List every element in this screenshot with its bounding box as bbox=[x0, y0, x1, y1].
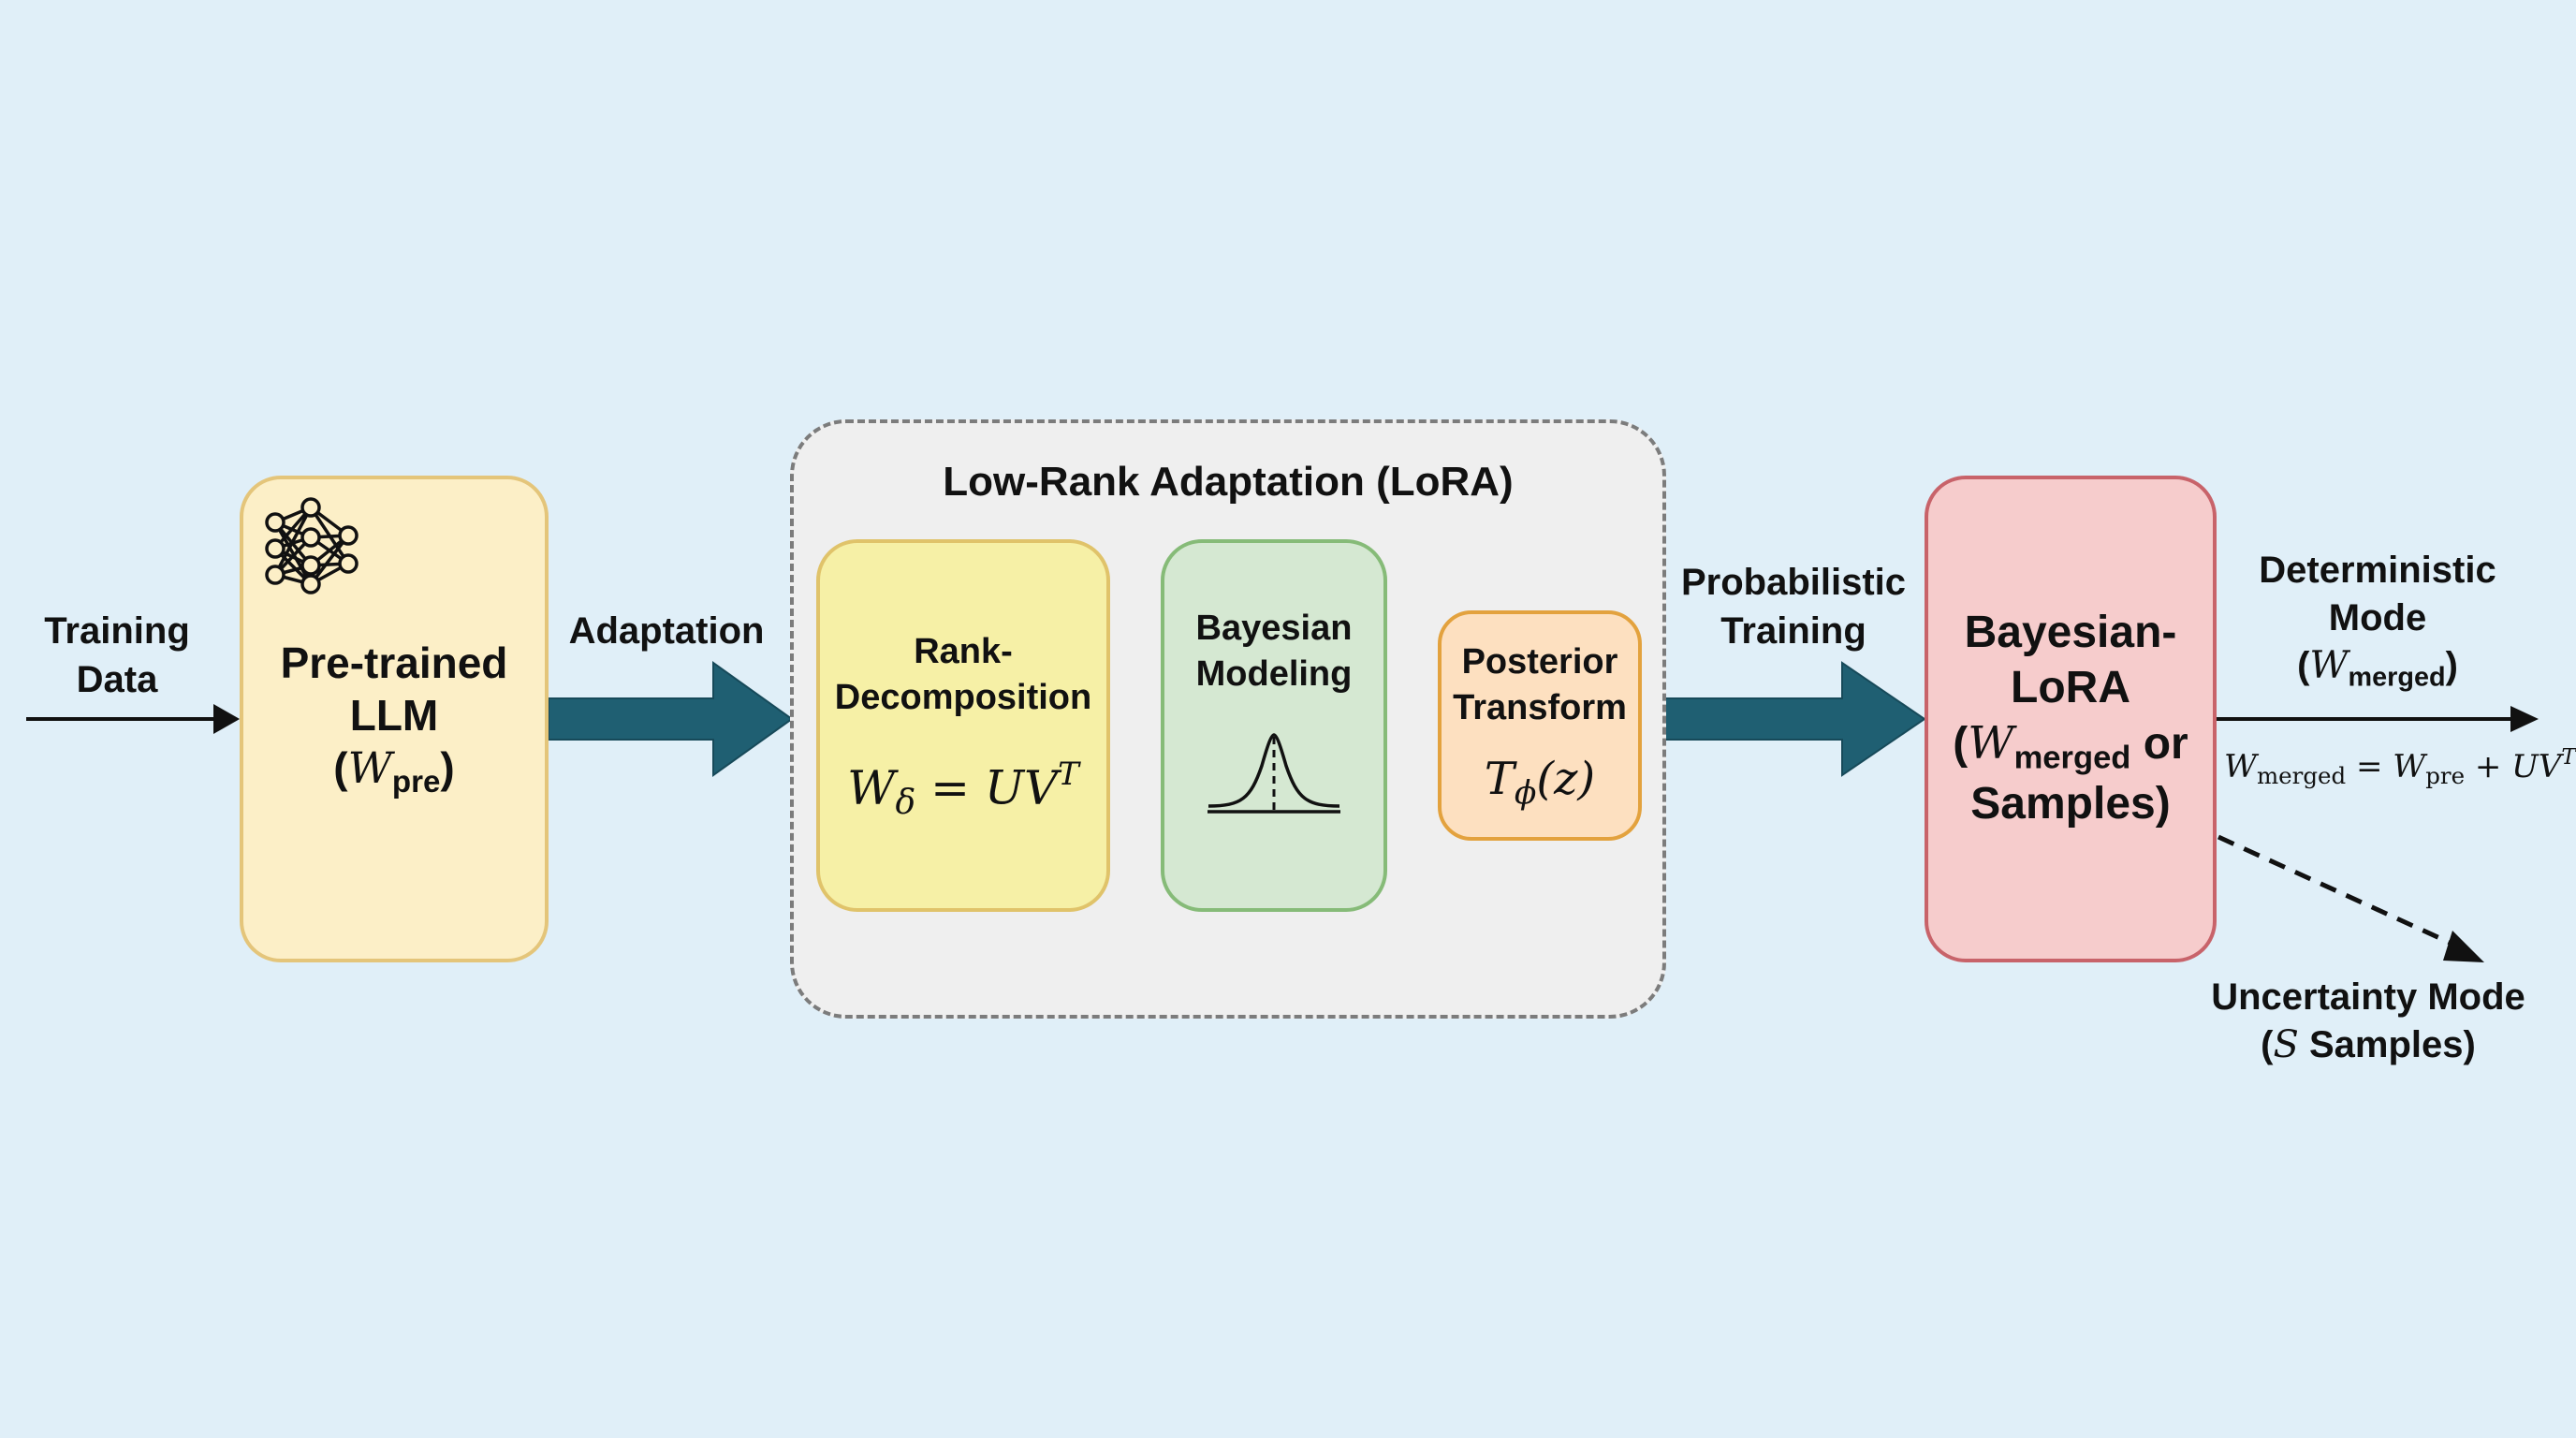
symbol-s: S bbox=[2273, 1023, 2299, 1067]
formula-plus-uv: + UV bbox=[2465, 747, 2562, 785]
formula-sub-delta: δ bbox=[895, 783, 916, 822]
formula-sup-t: T bbox=[1058, 755, 1079, 793]
posterior-line1: Posterior bbox=[1461, 641, 1618, 682]
rank-line2: Decomposition bbox=[834, 678, 1092, 718]
subscript-merged: merged bbox=[2013, 739, 2131, 775]
lora-group-title: Low-Rank Adaptation (LoRA) bbox=[943, 459, 1514, 505]
gaussian-curve-icon bbox=[1208, 733, 1340, 814]
bayes-line2: Modeling bbox=[1195, 654, 1353, 694]
training-data-line2: Data bbox=[76, 659, 158, 700]
symbol-w: W bbox=[347, 741, 392, 793]
adaptation-arrow bbox=[548, 661, 794, 777]
pretrained-llm-label: Pre-trained LLM (Wpre) bbox=[281, 637, 508, 802]
bayesian-lora-box[interactable]: Bayesian- LoRA (Wmerged or Samples) bbox=[1925, 476, 2217, 962]
probabilistic-training-label: Probabilistic Training bbox=[1662, 558, 1925, 655]
formula-sub-pre: pre bbox=[2425, 762, 2466, 790]
subscript-merged: merged bbox=[2348, 663, 2446, 693]
paren-open: ( bbox=[2297, 645, 2310, 687]
pretrained-llm-box[interactable]: Pre-trained LLM (Wpre) bbox=[240, 476, 549, 962]
bayesian-modeling-label: Bayesian Modeling bbox=[1196, 606, 1353, 698]
bayes-line1: Bayesian bbox=[1195, 608, 1353, 648]
paren-close: ) bbox=[2445, 645, 2458, 687]
probabilistic-training-arrow bbox=[1663, 661, 1926, 777]
uncertainty-mode-label: Uncertainty Mode (S Samples) bbox=[2181, 974, 2555, 1069]
pretrained-symbol: (Wpre) bbox=[281, 741, 508, 801]
prob-line2: Training bbox=[1720, 610, 1866, 652]
rank-decomposition-box[interactable]: Rank- Decomposition Wδ = UVT bbox=[816, 539, 1110, 912]
pretrained-line2: LLM bbox=[349, 690, 439, 740]
formula-w: W bbox=[2224, 747, 2257, 785]
paren-close: ) bbox=[440, 742, 455, 792]
formula-t: T bbox=[1484, 752, 1515, 805]
subscript-pre: pre bbox=[391, 764, 441, 800]
blora-line4: Samples) bbox=[1970, 779, 2171, 829]
symbol-w: W bbox=[2309, 644, 2349, 688]
formula-rhs: = UV bbox=[915, 760, 1059, 815]
unc-line1: Uncertainty Mode bbox=[2211, 976, 2525, 1018]
samples-text: Samples) bbox=[2298, 1024, 2476, 1066]
det-line2: Mode bbox=[2328, 597, 2427, 639]
training-data-line1: Training bbox=[44, 610, 190, 652]
formula-z: (z) bbox=[1536, 752, 1596, 805]
formula-sub-merged: merged bbox=[2256, 762, 2347, 790]
blora-line3: (Wmerged or bbox=[1953, 716, 2188, 778]
training-data-arrow bbox=[26, 704, 240, 734]
formula-sup-t: T bbox=[2561, 745, 2576, 770]
det-line1: Deterministic bbox=[2259, 550, 2496, 591]
posterior-line2: Transform bbox=[1453, 688, 1627, 728]
rank-formula: Wδ = UVT bbox=[847, 756, 1079, 822]
symbol-w: W bbox=[1968, 716, 2014, 770]
deterministic-mode-label: Deterministic Mode (Wmerged) bbox=[2237, 547, 2518, 696]
formula-w: W bbox=[847, 760, 896, 815]
prob-line1: Probabilistic bbox=[1680, 562, 1907, 603]
rank-decomposition-label: Rank- Decomposition bbox=[835, 629, 1091, 722]
blora-line2: LoRA bbox=[2011, 662, 2130, 712]
rank-line1: Rank- bbox=[914, 632, 1013, 672]
deterministic-arrow bbox=[2217, 706, 2539, 732]
unc-line2: (S Samples) bbox=[2181, 1021, 2555, 1069]
bayesian-lora-label: Bayesian- LoRA (Wmerged or Samples) bbox=[1953, 606, 2188, 831]
paren-open: ( bbox=[2261, 1024, 2274, 1066]
bayesian-modeling-box[interactable]: Bayesian Modeling bbox=[1161, 539, 1387, 912]
posterior-transform-label: Posterior Transform bbox=[1453, 639, 1627, 732]
formula-sub-phi: ϕ bbox=[1514, 774, 1537, 813]
posterior-transform-box[interactable]: Posterior Transform Tϕ(z) bbox=[1438, 610, 1642, 841]
blora-line1: Bayesian- bbox=[1964, 608, 2177, 658]
training-data-label: Training Data bbox=[19, 607, 215, 704]
uncertainty-arrow bbox=[2217, 834, 2484, 962]
pretrained-line1: Pre-trained bbox=[280, 638, 508, 687]
paren-open: ( bbox=[333, 742, 348, 792]
adaptation-label: Adaptation bbox=[568, 610, 765, 652]
det-line3: (Wmerged) bbox=[2237, 642, 2518, 695]
posterior-formula: Tϕ(z) bbox=[1485, 753, 1595, 812]
formula-eq-w: = W bbox=[2346, 747, 2426, 785]
or-text: or bbox=[2130, 718, 2188, 769]
paren-open: ( bbox=[1953, 718, 1969, 769]
merged-formula: Wmerged = Wpre + UVT bbox=[2224, 745, 2576, 789]
neural-network-icon bbox=[265, 497, 359, 594]
